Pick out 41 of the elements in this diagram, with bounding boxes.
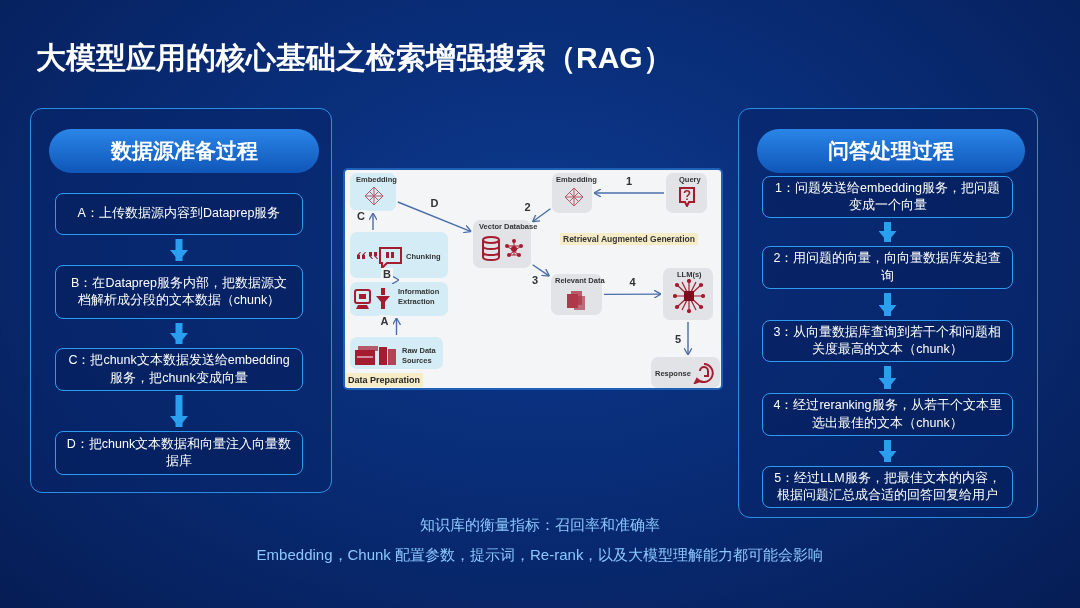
edge-label: 4 [627,276,638,289]
edge-label: 3 [529,274,541,287]
slide-title: 大模型应用的核心基础之检索增强搜索（RAG） [36,40,673,76]
step-box: 3：从向量数据库查询到若干个和问题相关度最高的文本（chunk） [762,320,1013,362]
arrow [391,317,402,336]
note: 知识库的衡量指标：召回率和准确率 [420,516,660,535]
step-box: 1：问题发送给embedding服务，把问题变成一个向量 [762,176,1013,218]
arrow [392,276,400,284]
step-box: 5：经过LLM服务，把最佳文本的内容，根据问题汇总成合适的回答回复给用户 [762,466,1013,508]
step-box: 4：经过reranking服务，从若干个文本里选出最佳的文本（chunk） [762,393,1013,436]
process-panel [30,108,332,493]
process-card [663,268,713,320]
process-panel [738,108,1038,518]
process-card [350,232,448,278]
note: Embedding，Chunk 配置参数，提示词，Re-rank，以及大模型理解能力都可能会影响 [256,546,824,565]
edge-label: 5 [672,332,684,345]
panel-caption: Data Preparation [345,373,424,387]
edge-label: 1 [623,175,635,187]
step-box: D：把chunk文本数据和向量注入向量数据库 [55,431,303,475]
arrow [593,188,665,198]
process-card [350,173,396,211]
process-card [350,337,443,369]
edge-label: C [355,209,367,222]
panel-heading: 数据源准备过程 [49,129,319,173]
panel-heading: 问答处理过程 [757,129,1025,173]
process-card [350,282,448,316]
arrow [683,321,693,356]
arrow [531,208,552,223]
arrow [531,264,551,277]
arrow [397,201,472,234]
arrow [368,212,378,231]
center-heading: Retrieval Augmented Generation [560,233,698,245]
process-card [651,357,720,388]
step-box: C：把chunk文本数据发送给embedding服务，把chunk变成向量 [55,348,303,391]
process-card [666,173,707,213]
arrow [603,289,662,299]
edge-label: B [381,268,393,280]
step-box: 2：用问题的向量，向向量数据库发起查询 [762,246,1013,289]
edge-label: 2 [522,201,533,214]
step-box: A：上传数据源内容到Dataprep服务 [55,193,303,235]
step-box: B：在Dataprep服务内部，把数据源文档解析成分段的文本数据（chunk） [55,265,303,319]
